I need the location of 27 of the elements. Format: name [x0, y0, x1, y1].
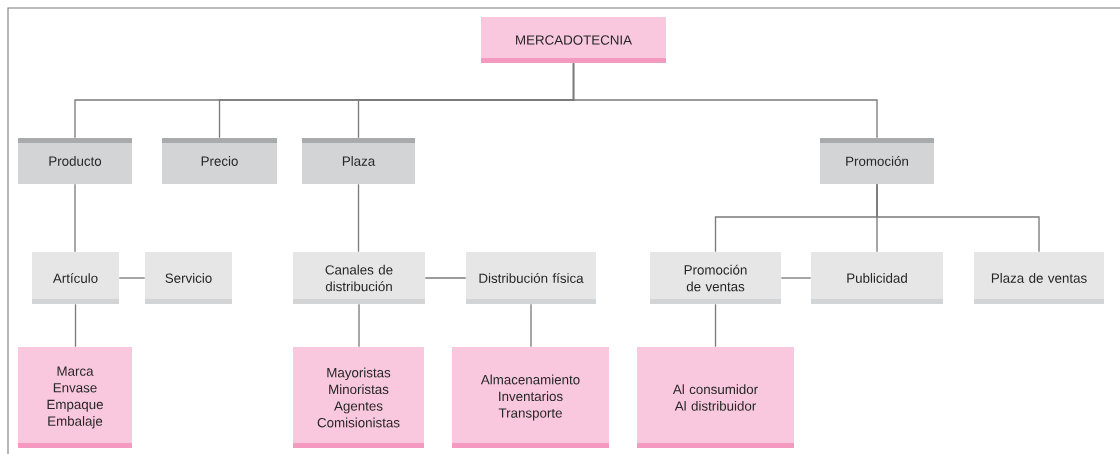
- subcategory-box: Servicio: [145, 252, 232, 304]
- item-list-box: Almacenamiento Inventarios Transporte: [452, 347, 609, 448]
- subcategory-box: Canales de distribución: [293, 252, 425, 304]
- subcategory-box: Distribución física: [466, 252, 596, 304]
- connector-line: [572, 62, 878, 139]
- item-list-box: Marca Envase Empaque Embalaje: [18, 347, 132, 448]
- connector-line: [357, 183, 360, 253]
- connector-line: [74, 183, 76, 253]
- item-list-box: Mayoristas Minoristas Agentes Comisionistas: [293, 347, 424, 448]
- category-box: Precio: [162, 138, 277, 184]
- connector-line: [424, 277, 467, 279]
- subcategory-box: Artículo: [32, 252, 119, 304]
- connector-line: [714, 303, 717, 348]
- connector-line: [530, 303, 532, 348]
- subcategory-box: Promoción de ventas: [650, 252, 781, 304]
- connector-line: [358, 303, 360, 348]
- subcategory-box: Plaza de ventas: [974, 252, 1104, 304]
- item-list-box: Al consumidor Al distribuidor: [637, 347, 794, 448]
- connector-line: [876, 183, 1040, 253]
- item-list-box: MERCADOTECNIA: [481, 17, 666, 63]
- connector-line: [74, 303, 77, 348]
- category-box: Producto: [18, 138, 132, 184]
- category-box: Plaza: [302, 138, 415, 184]
- connector-line: [780, 277, 812, 279]
- connector-line: [118, 277, 146, 279]
- subcategory-box: Publicidad: [811, 252, 943, 304]
- category-box: Promoción: [820, 138, 934, 184]
